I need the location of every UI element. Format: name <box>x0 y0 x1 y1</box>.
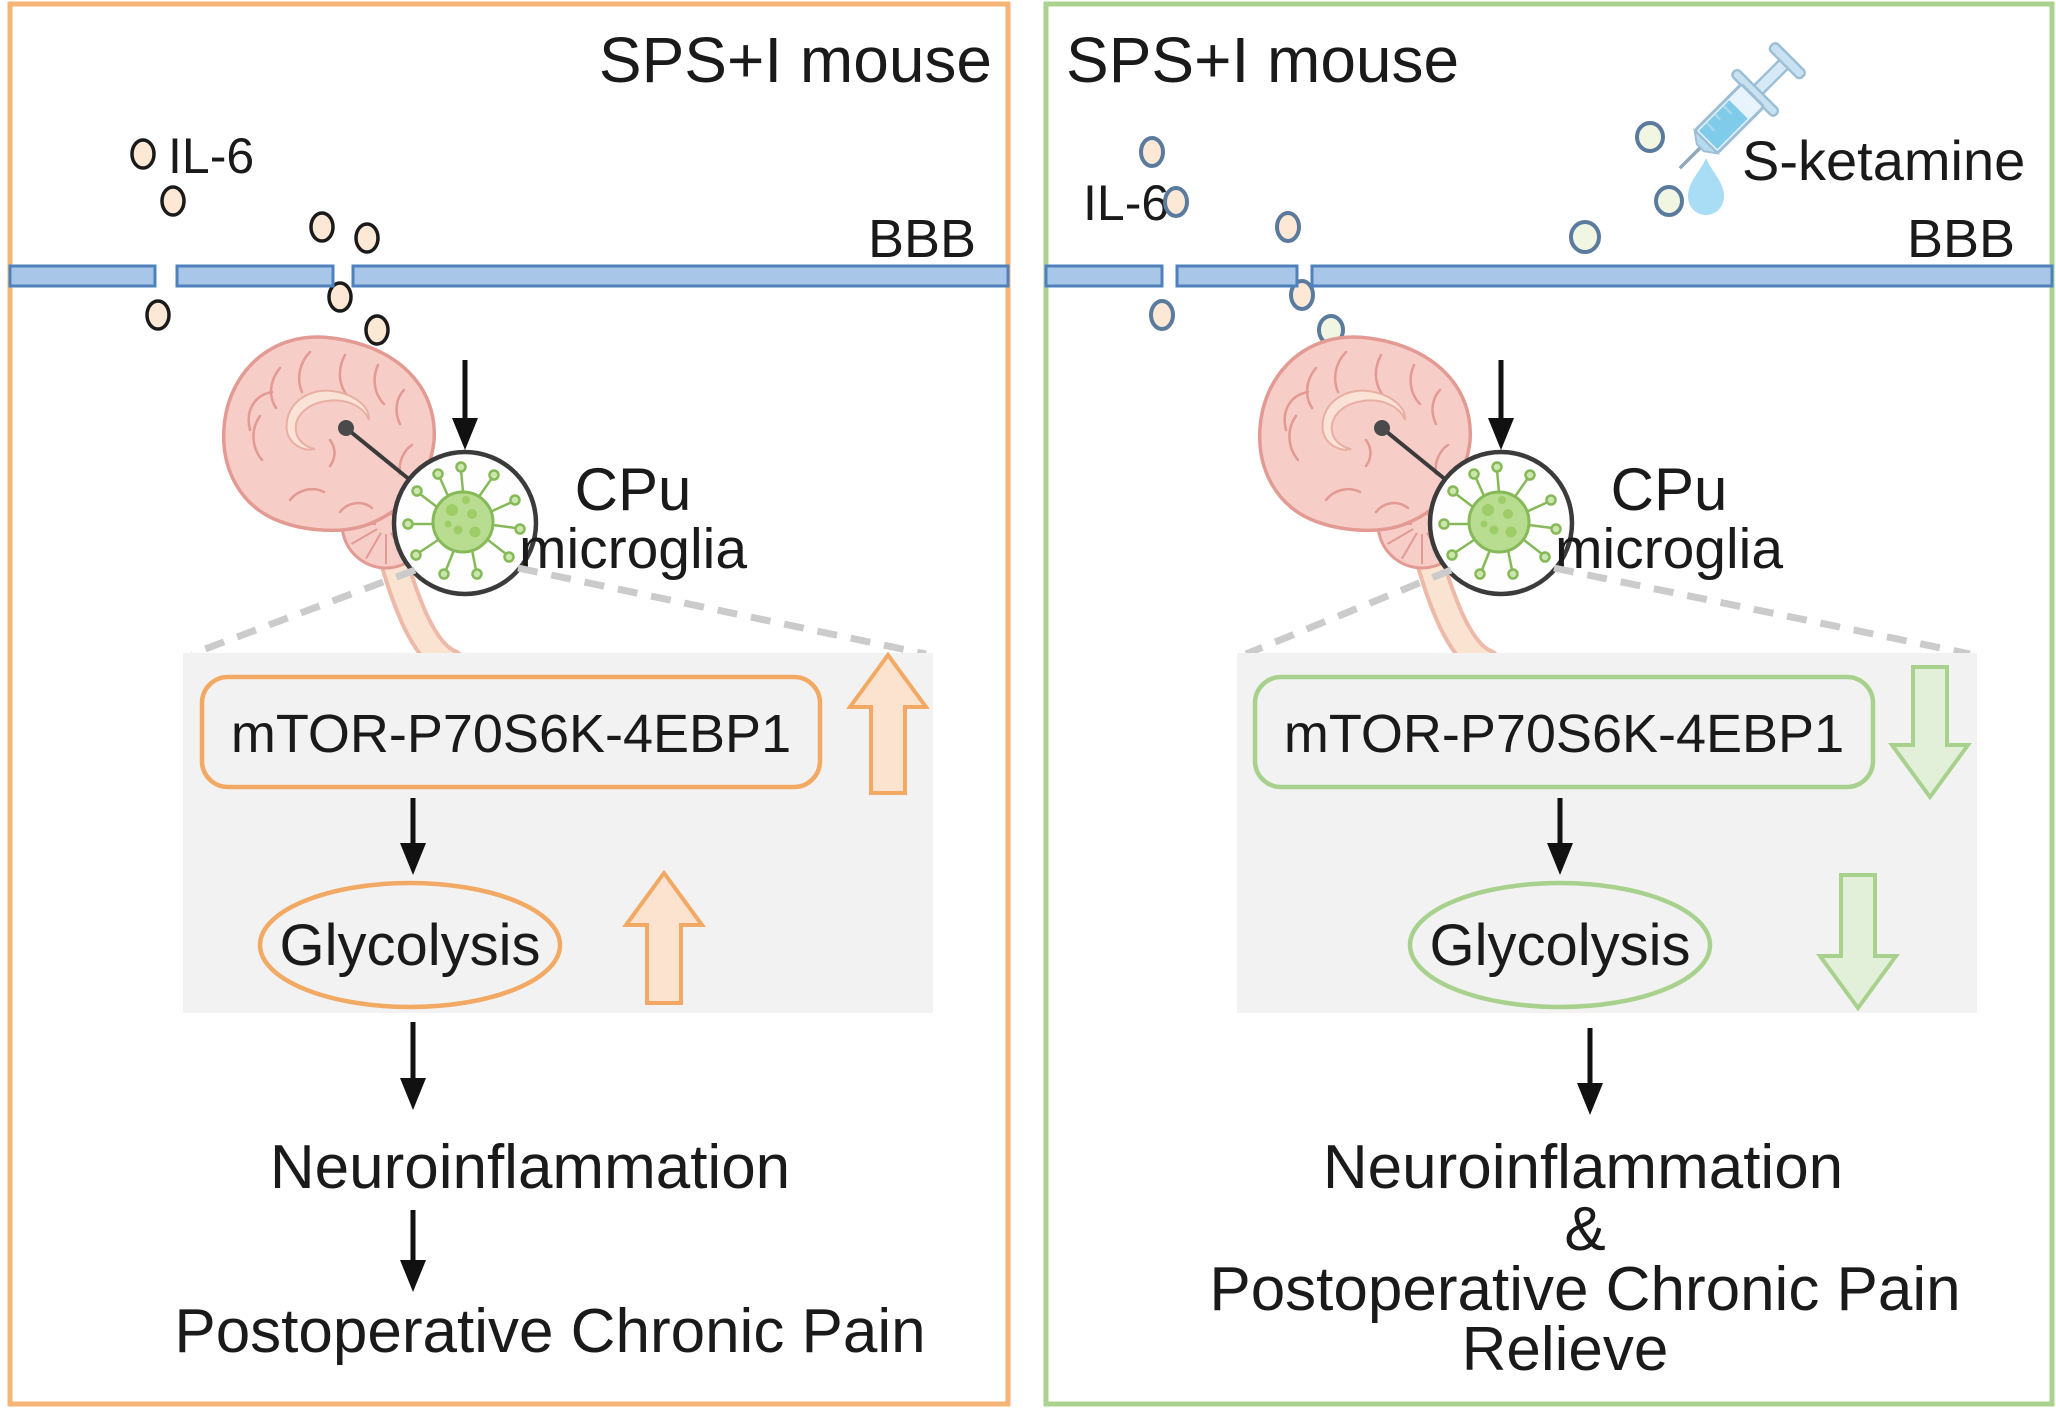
cpu-label-line2: microglia <box>519 517 747 581</box>
right-panel: SPS+I mouse S-ketamine IL-6 <box>1043 1 2055 1407</box>
mtor-pathway-label: mTOR-P70S6K-4EBP1 <box>231 704 791 764</box>
il6-label: IL-6 <box>168 128 254 184</box>
mtor-pathway-outline-right <box>1252 674 1876 790</box>
up-arrow-mtor-icon <box>846 651 930 795</box>
bbb-label: BBB <box>868 209 976 269</box>
cpu-label-line1-right: CPu <box>1611 456 1728 523</box>
arrow-to-neuroinflammation <box>400 1022 426 1110</box>
glycolysis-outline <box>257 880 563 1010</box>
glycolysis-label-right: Glycolysis <box>1429 913 1690 978</box>
left-panel-title: SPS+I mouse <box>599 24 992 96</box>
arrow-to-pain <box>400 1210 426 1292</box>
outcome-neuroinflammation: Neuroinflammation <box>270 1133 790 1202</box>
bbb-barrier <box>8 264 1010 288</box>
down-arrow-glycolysis-icon <box>1816 873 1900 1012</box>
arrow-to-outcome-right <box>1577 1028 1603 1115</box>
glycolysis-outline-right <box>1407 880 1713 1010</box>
syringe-icon <box>1678 42 1806 170</box>
outcome-ampersand: & <box>1564 1195 1605 1264</box>
outcome-neuroinflammation-right: Neuroinflammation <box>1323 1133 1843 1202</box>
mtor-pathway-label-right: mTOR-P70S6K-4EBP1 <box>1284 704 1844 764</box>
il6-molecules <box>130 138 390 346</box>
arrow-mtor-to-glycolysis <box>400 798 426 875</box>
outcome-relieve: Relieve <box>1462 1315 1669 1384</box>
bbb-label-right: BBB <box>1907 209 2015 269</box>
outcome-pain: Postoperative Chronic Pain <box>174 1297 925 1366</box>
left-panel: SPS+I mouse IL-6 BBB CPu microglia <box>7 1 1011 1407</box>
zoom-dashed-lines-right <box>1244 564 1971 658</box>
arrow-to-microglia <box>452 360 478 450</box>
cpu-label-line2-right: microglia <box>1555 517 1783 581</box>
zoom-dashed-lines <box>190 564 927 658</box>
arrow-to-microglia-right <box>1488 360 1514 450</box>
il6-label-right: IL-6 <box>1083 175 1169 231</box>
il6-molecules-right <box>1139 136 1315 331</box>
up-arrow-glycolysis-icon <box>622 869 706 1005</box>
outcome-pain-right: Postoperative Chronic Pain <box>1209 1255 1960 1324</box>
glycolysis-label: Glycolysis <box>279 913 540 978</box>
right-panel-title: SPS+I mouse <box>1066 24 1459 96</box>
cpu-label-line1: CPu <box>575 456 692 523</box>
bbb-barrier-right <box>1044 264 2054 288</box>
sketamine-label: S-ketamine <box>1742 129 2025 192</box>
sketamine-molecules <box>1317 121 1684 346</box>
droplet-icon <box>1688 158 1724 215</box>
down-arrow-mtor-icon <box>1888 665 1972 801</box>
arrow-mtor-to-glycolysis-right <box>1547 798 1573 875</box>
mtor-pathway-outline <box>199 674 823 790</box>
